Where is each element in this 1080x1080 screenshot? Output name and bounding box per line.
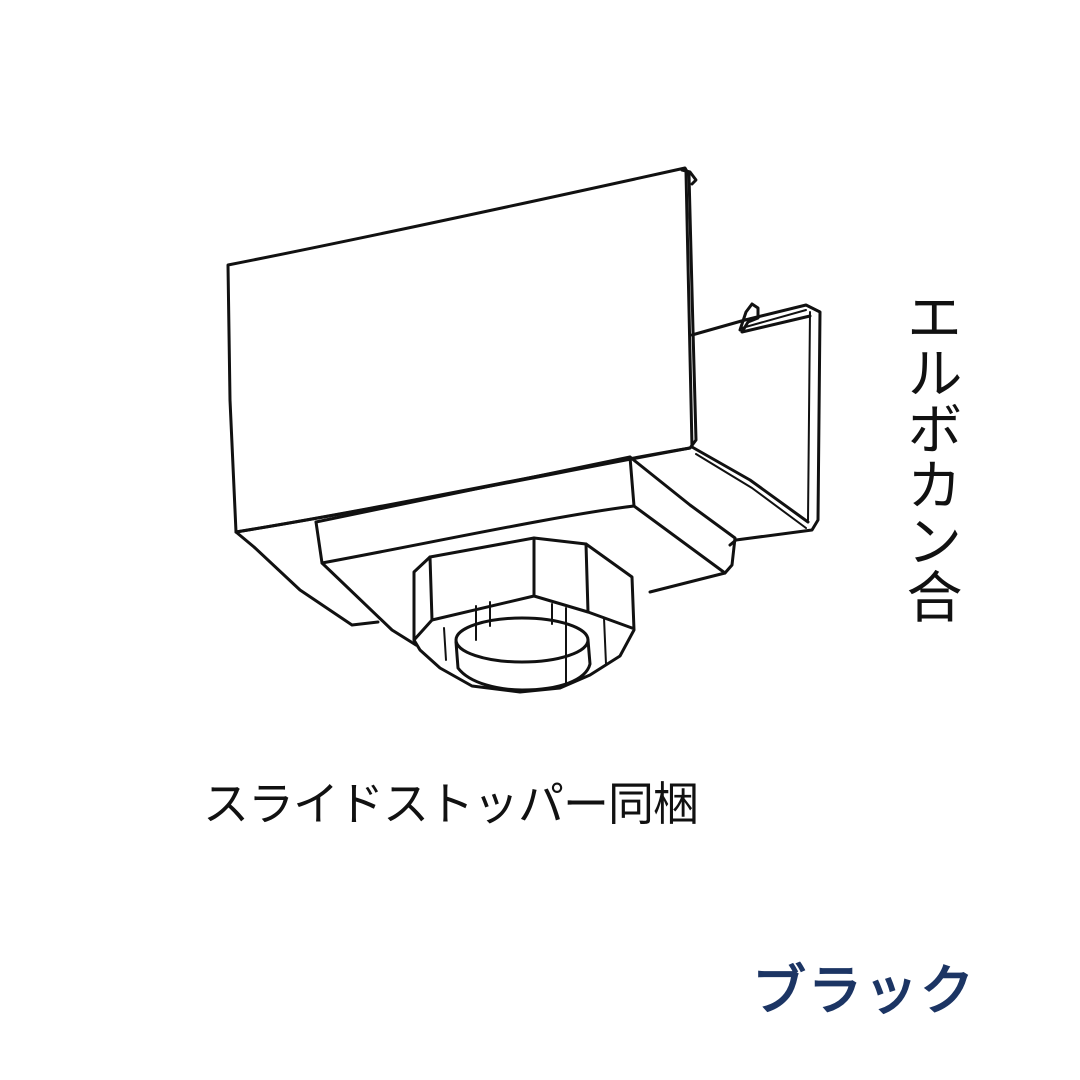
stopper-ring-body <box>454 638 592 692</box>
side-wing-diagonal <box>690 445 810 524</box>
stopper-lower-rim-left <box>412 618 434 642</box>
front-panel-right-edge <box>684 170 694 449</box>
outlet-funnel-left <box>314 520 418 647</box>
side-wing-outline <box>690 303 822 547</box>
product-name-label: エルボカン合 <box>897 288 962 624</box>
side-wing-diagonal-inner <box>695 453 807 529</box>
stopper-edge-3 <box>584 542 590 614</box>
outlet-funnel-inner-right <box>628 455 727 575</box>
stopper-edge-1 <box>428 555 434 622</box>
stopper-ring-tab-5 <box>603 617 607 665</box>
outlet-funnel-inner-rim <box>320 504 636 565</box>
underside-left-slope <box>234 530 380 627</box>
wing-clip <box>738 302 812 334</box>
stopper-lower-rim <box>430 594 634 630</box>
front-panel-outline <box>226 166 698 534</box>
bundle-note-label: スライドストッパー同梱 <box>203 777 699 831</box>
color-variant-label: ブラック <box>752 959 976 1022</box>
wing-clip-rail <box>741 309 807 329</box>
stopper-ring-tab-6 <box>443 627 447 661</box>
side-wing-inner-edge <box>807 311 811 521</box>
